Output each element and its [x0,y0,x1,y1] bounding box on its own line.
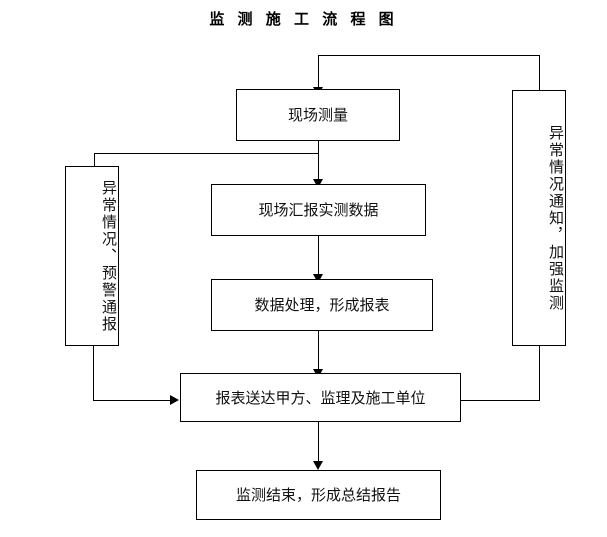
node-label: 异常情况、预警通报 [100,179,118,333]
node-abnormal-warning[interactable]: 异常情况、预警通报 [65,166,119,346]
connector-down-to-site-measurement [318,55,319,89]
node-label: 现场测量 [287,106,348,124]
connector-up-to-abnormal-notice [539,346,540,401]
node-label: 数据处理，形成报表 [254,296,390,314]
node-label: 异常情况通知，加强监测 [547,124,565,312]
node-site-report-data[interactable]: 现场汇报实测数据 [211,184,426,236]
connector-abnormal-notice-up [539,55,540,91]
connector-down-to-abnormal-warning [94,153,95,166]
arrow-into-site-report-data [313,179,323,188]
node-site-measurement[interactable]: 现场测量 [236,89,400,141]
arrow-into-report-delivery-left [170,395,179,405]
connector-site-measurement-to-report [318,141,319,183]
node-monitoring-end[interactable]: 监测结束，形成总结报告 [196,470,441,520]
node-report-delivery[interactable]: 报表送达甲方、监理及施工单位 [180,373,461,422]
connector-delivery-to-abnormal-notice [461,400,540,401]
connector-abnormal-warning-to-delivery [93,400,171,401]
connector-processing-to-delivery [318,331,319,373]
node-label: 监测结束，形成总结报告 [235,486,401,504]
node-abnormal-notice[interactable]: 异常情况通知，加强监测 [512,90,566,346]
connector-report-to-processing [318,236,319,278]
connector-delivery-to-end [318,422,319,465]
node-label: 现场汇报实测数据 [258,201,379,219]
node-label: 报表送达甲方、监理及施工单位 [215,388,426,407]
connector-top-horizontal [318,55,540,56]
page-title: 监 测 施 工 流 程 图 [209,10,398,28]
connector-abnormal-warning-down [93,346,94,400]
node-data-processing[interactable]: 数据处理，形成报表 [211,279,433,331]
connector-branch-to-abnormal-warning [94,153,319,154]
arrow-into-monitoring-end [313,461,323,470]
arrow-into-data-processing [313,274,323,283]
